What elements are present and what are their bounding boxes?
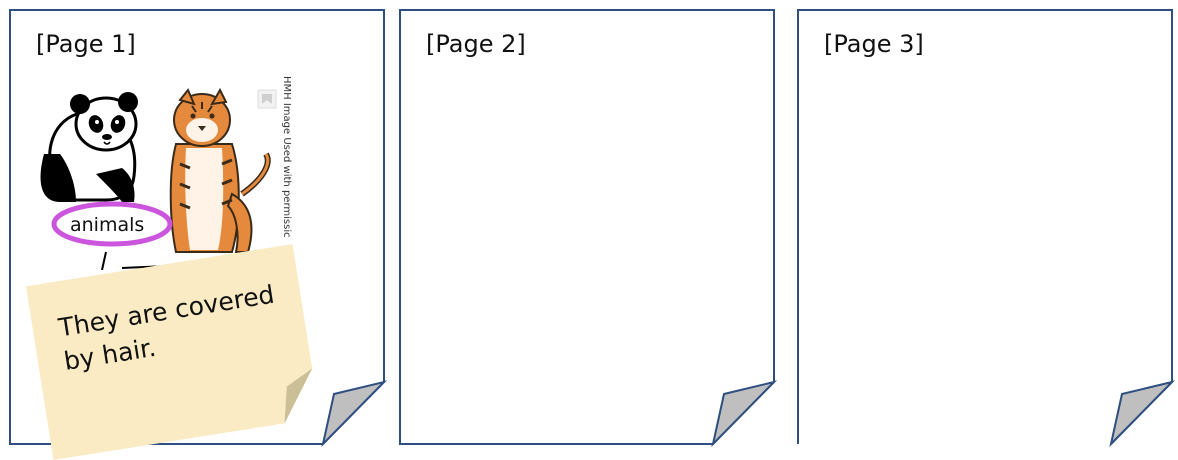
animals-word: animals [70,214,144,236]
page-3: [Page 3] [798,10,1172,444]
page-1: [Page 1] [10,10,384,444]
page-3-frame [798,10,1172,444]
page-2-label: [Page 2] [426,30,526,58]
page-2: [Page 2] [400,10,774,444]
page-2-frame [400,10,774,444]
page-1-label: [Page 1] [36,30,136,58]
animals-illustration [36,84,306,270]
panda-icon [41,92,138,202]
page-3-label: [Page 3] [824,30,924,58]
tiger-icon [171,90,268,252]
image-credit: HMH Image Used with permissic [278,76,292,256]
